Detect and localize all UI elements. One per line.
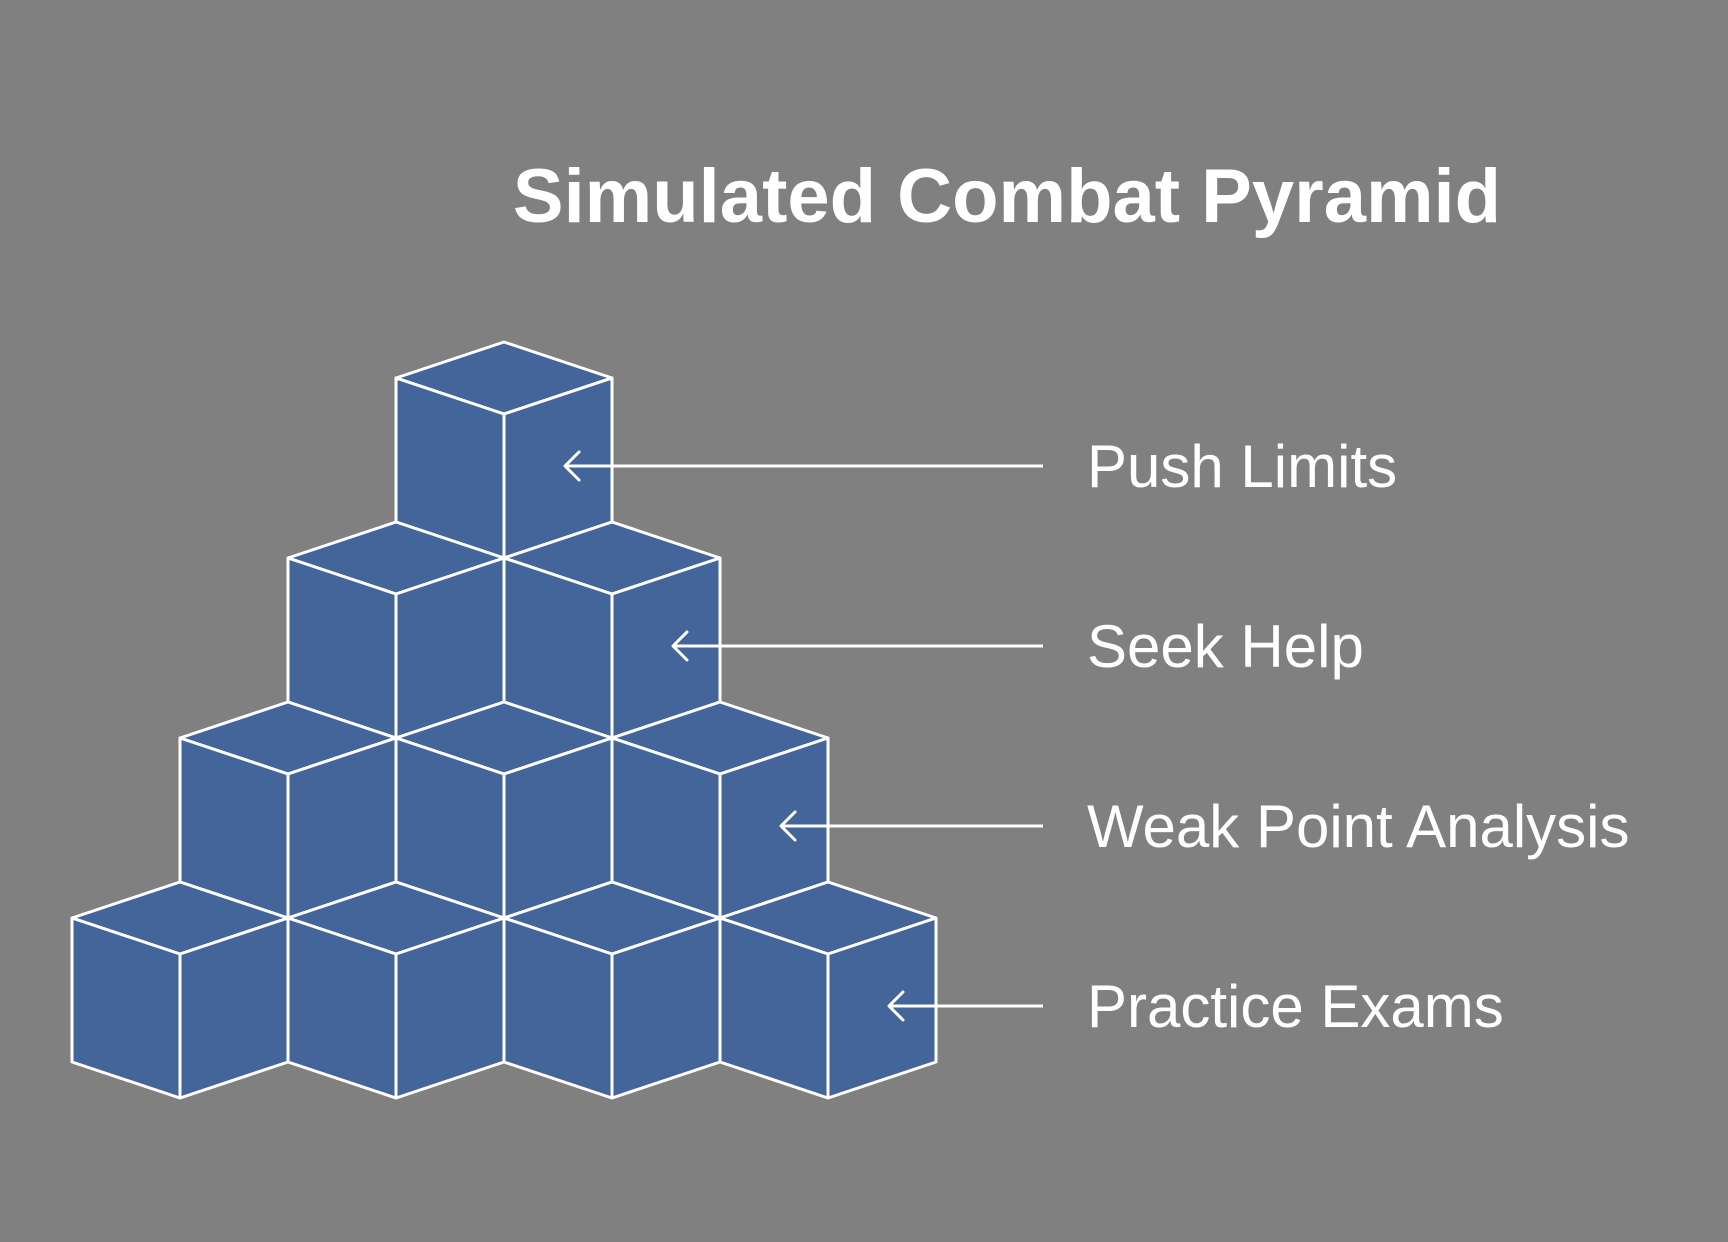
cube-stack xyxy=(70,340,938,1100)
cube-row4-2 xyxy=(286,880,506,1100)
cube-row3-2 xyxy=(394,700,614,920)
cube-right-face xyxy=(826,916,938,1100)
left-arrow-icon xyxy=(671,630,689,662)
tier-label-3: Weak Point Analysis xyxy=(1087,793,1630,860)
left-arrow-icon xyxy=(887,990,905,1022)
cube-row2-2 xyxy=(502,520,722,740)
cube-row3-1 xyxy=(178,700,398,920)
cube-row4-1 xyxy=(70,880,290,1100)
tier-label-4: Practice Exams xyxy=(1087,973,1504,1040)
connector-group xyxy=(563,450,1043,1022)
cube-row1-1 xyxy=(394,340,614,560)
cube-row4-3 xyxy=(502,880,722,1100)
cube-row4-4 xyxy=(718,880,938,1100)
cube-row3-3 xyxy=(610,700,830,920)
tier-label-1: Push Limits xyxy=(1087,433,1397,500)
page-title: Simulated Combat Pyramid xyxy=(513,154,1501,239)
left-arrow-icon xyxy=(563,450,581,482)
tier-label-2: Seek Help xyxy=(1087,613,1364,680)
left-arrow-icon xyxy=(779,810,797,842)
cube-row2-1 xyxy=(286,520,506,740)
